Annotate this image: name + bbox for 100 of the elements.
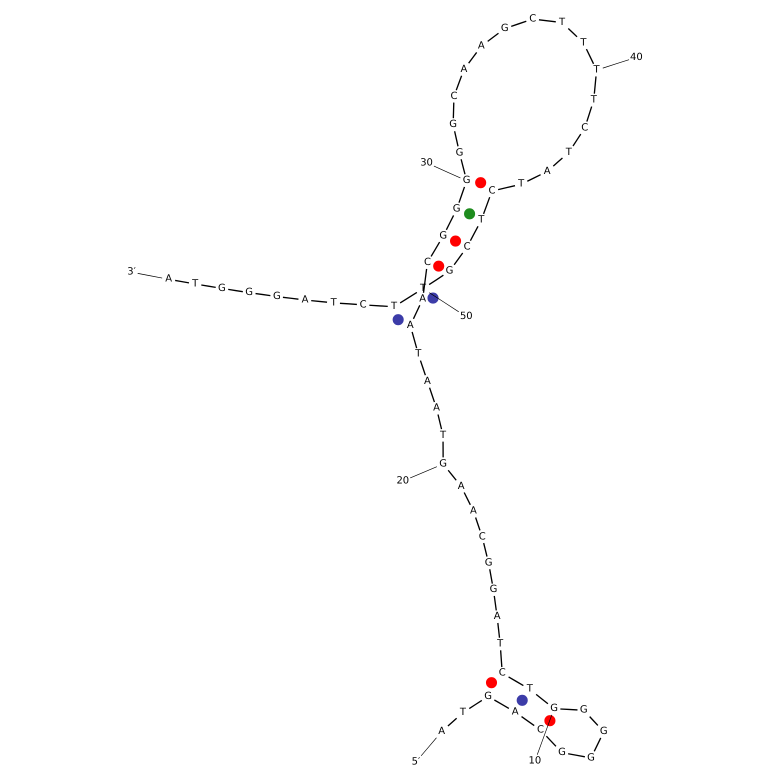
node-text: T: [593, 64, 600, 76]
connector: [497, 185, 515, 190]
node-text: T: [459, 707, 466, 718]
connector: [460, 159, 466, 174]
node-text: C: [528, 14, 536, 25]
node-circle: [426, 292, 438, 304]
connector: [482, 196, 490, 214]
node-text: G: [550, 703, 558, 714]
connector: [474, 517, 480, 531]
node-text: T: [526, 684, 532, 695]
node-text: T: [390, 301, 397, 312]
connector: [520, 716, 534, 726]
node-text: T: [414, 348, 421, 360]
node-text: C: [359, 299, 366, 310]
node-text: G: [448, 119, 457, 130]
node-text: C: [450, 90, 457, 102]
node-text: A: [438, 726, 445, 738]
connector: [399, 292, 417, 304]
connector: [468, 700, 482, 710]
connector: [488, 569, 492, 584]
node-text: C: [463, 241, 470, 252]
node-text: G: [500, 22, 508, 34]
connector: [486, 32, 498, 42]
connector: [593, 76, 596, 94]
connector: [200, 284, 216, 288]
node-text: A: [432, 402, 440, 414]
connector: [568, 753, 584, 758]
node-circle: [516, 694, 528, 706]
connector: [409, 466, 437, 478]
connector: [602, 59, 629, 68]
connector: [445, 215, 454, 230]
node-text: A: [493, 611, 500, 622]
connector: [455, 76, 462, 90]
connector: [588, 716, 598, 726]
node-text: C: [423, 257, 430, 268]
node-text: G: [272, 290, 280, 302]
node-text: G: [579, 704, 588, 716]
node-text: 5′: [411, 756, 420, 768]
connector: [482, 542, 488, 557]
node-text: C: [498, 668, 506, 679]
connector: [453, 131, 458, 146]
node-text: C: [580, 122, 588, 134]
connector: [447, 718, 457, 727]
node-text: G: [489, 584, 497, 596]
connector: [586, 106, 592, 122]
connector: [535, 694, 548, 704]
node-text: G: [484, 558, 492, 569]
connector: [508, 676, 524, 686]
connector: [469, 226, 478, 241]
connector: [560, 708, 577, 711]
node-text: T: [580, 37, 586, 48]
node-circle: [392, 314, 404, 326]
node-text: T: [518, 178, 524, 190]
node-text: G: [244, 287, 253, 298]
node-text: G: [455, 147, 463, 158]
connector: [447, 470, 456, 481]
node-text: T: [192, 278, 198, 290]
node-text: G: [438, 230, 447, 242]
connector: [545, 736, 556, 747]
node-text: 20: [396, 476, 409, 487]
connector: [552, 157, 562, 167]
connector: [453, 252, 463, 266]
connector: [428, 292, 459, 312]
node-text: G: [462, 175, 470, 186]
connector: [136, 273, 162, 278]
node-text: G: [599, 726, 608, 738]
node-circle: [450, 236, 461, 247]
node-text: A: [460, 64, 467, 75]
node-text: T: [439, 430, 446, 441]
connector: [282, 296, 298, 300]
node-text: A: [470, 506, 476, 517]
connector: [368, 304, 388, 308]
connector: [536, 714, 552, 756]
node-text: A: [301, 294, 308, 306]
connector: [420, 737, 436, 756]
node-text: 50: [459, 311, 472, 322]
connector: [228, 288, 242, 292]
connector: [463, 492, 470, 506]
connector: [452, 102, 454, 118]
node-text: A: [457, 480, 464, 492]
connector: [585, 48, 594, 64]
connector: [493, 596, 496, 610]
node-text: A: [406, 320, 414, 331]
node-text: A: [418, 294, 426, 305]
connector: [526, 174, 540, 182]
node-text: G: [558, 747, 566, 758]
connector: [339, 302, 356, 306]
connector: [458, 186, 465, 203]
connector: [310, 300, 327, 303]
connector: [428, 274, 444, 286]
connector: [436, 414, 442, 430]
node-circle: [474, 177, 486, 188]
node-text: G: [586, 752, 594, 764]
connector: [468, 52, 477, 64]
connector: [430, 242, 440, 257]
connector: [494, 699, 509, 709]
node-text: T: [565, 146, 572, 158]
connector: [442, 442, 444, 458]
node-text: A: [424, 376, 430, 387]
node-text: G: [484, 690, 492, 702]
